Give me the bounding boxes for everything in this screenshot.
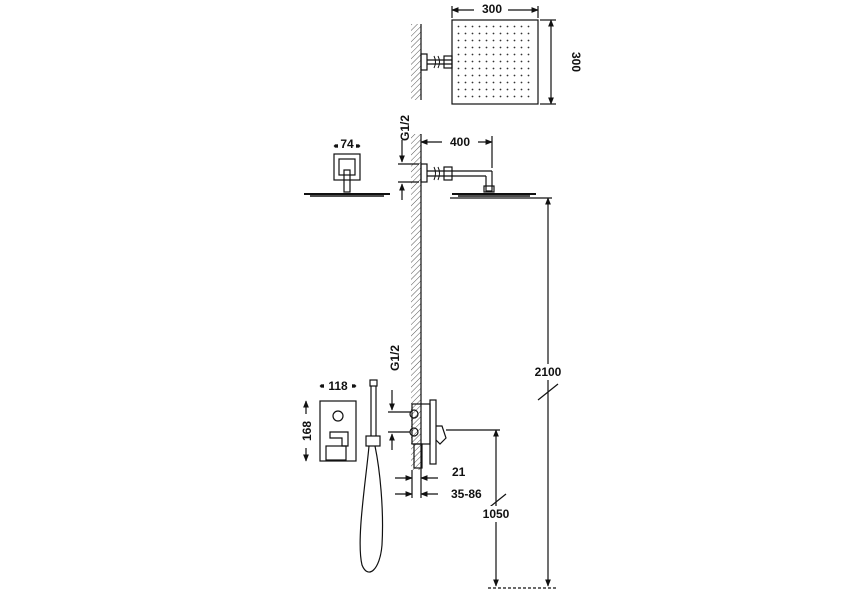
hand-shower (359, 379, 384, 573)
flange-front-view (304, 153, 390, 197)
plate-offset-label: 21 (452, 465, 466, 479)
mixer-plate-front-view (319, 400, 357, 462)
mixer-plate-height-label: 168 (300, 421, 314, 441)
valve-thread-dimension (388, 390, 410, 450)
valve-thread-label: G1/2 (388, 345, 402, 371)
total-height-label: 2100 (535, 365, 562, 379)
total-height-dimension (450, 197, 559, 587)
arm-length-label: 400 (450, 135, 470, 149)
mixer-height-label: 1050 (483, 507, 510, 521)
shower-arm-side-view (420, 163, 536, 197)
mixer-plate-width-label: 118 (328, 379, 348, 393)
head-height-dimension (540, 19, 556, 105)
depth-dimensions (395, 470, 438, 498)
head-width-label: 300 (482, 2, 502, 16)
wall (411, 134, 422, 470)
arm-thread-label: G1/2 (398, 115, 412, 141)
head-height-label: 300 (569, 52, 583, 72)
arm-thread-dimension (398, 140, 419, 200)
flange-width-label: 74 (340, 137, 354, 151)
shower-head-top-view (411, 19, 539, 105)
wall-depth-label: 35-86 (451, 487, 482, 501)
